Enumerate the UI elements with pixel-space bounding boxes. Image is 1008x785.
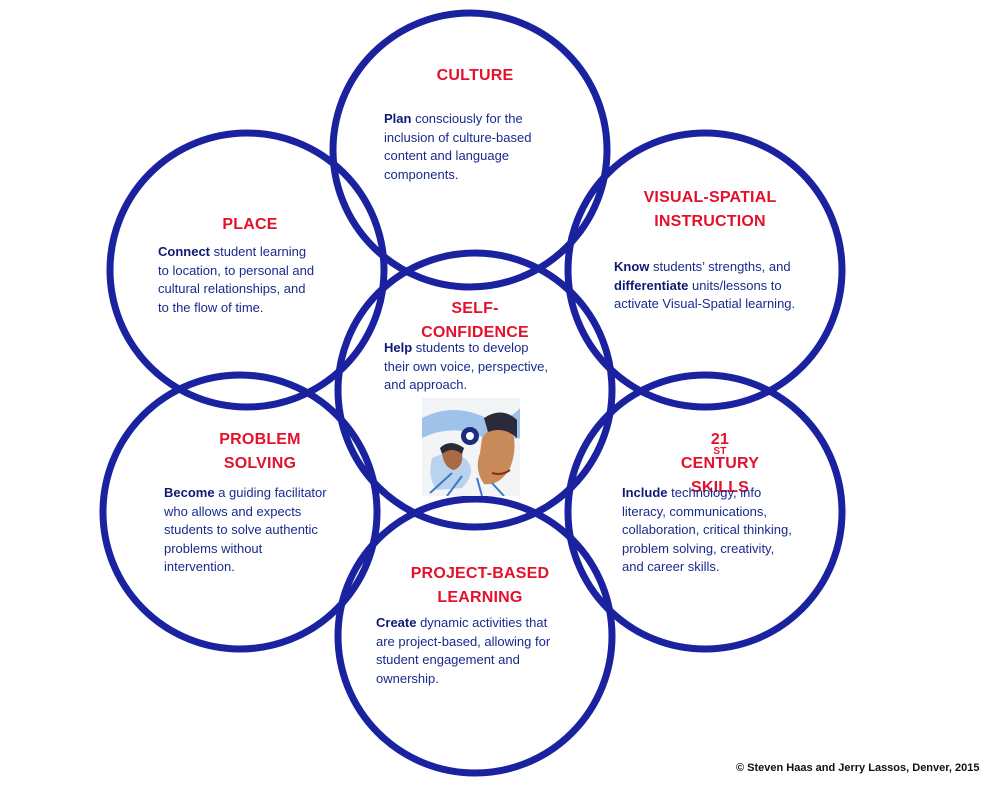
culture-text: Plan consciously for the inclusion of cu… xyxy=(384,110,584,184)
place-text: Connect student learning to location, to… xyxy=(158,243,358,317)
problem-solving-title: PROBLEM SOLVING xyxy=(190,428,330,476)
place-title: PLACE xyxy=(190,213,310,237)
project-based-text: Create dynamic activities that are proje… xyxy=(376,614,606,688)
problem-solving-text: Become a guiding facilitator who allows … xyxy=(164,484,364,577)
project-based-title: PROJECT-BASED LEARNING xyxy=(390,562,570,610)
visual-spatial-title: VISUAL-SPATIAL INSTRUCTION xyxy=(620,186,800,234)
self-confidence-title: SELF- CONFIDENCE xyxy=(400,297,550,345)
self-confidence-text: Help students to develop their own voice… xyxy=(384,339,584,395)
copyright-notice: © Steven Haas and Jerry Lassos, Denver, … xyxy=(736,762,980,774)
culture-title: CULTURE xyxy=(400,64,550,88)
century-skills-text: Include technology, info literacy, commu… xyxy=(622,484,852,577)
visual-spatial-text: Know students’ strengths, and differenti… xyxy=(614,258,844,314)
native-art-painting xyxy=(422,398,520,496)
